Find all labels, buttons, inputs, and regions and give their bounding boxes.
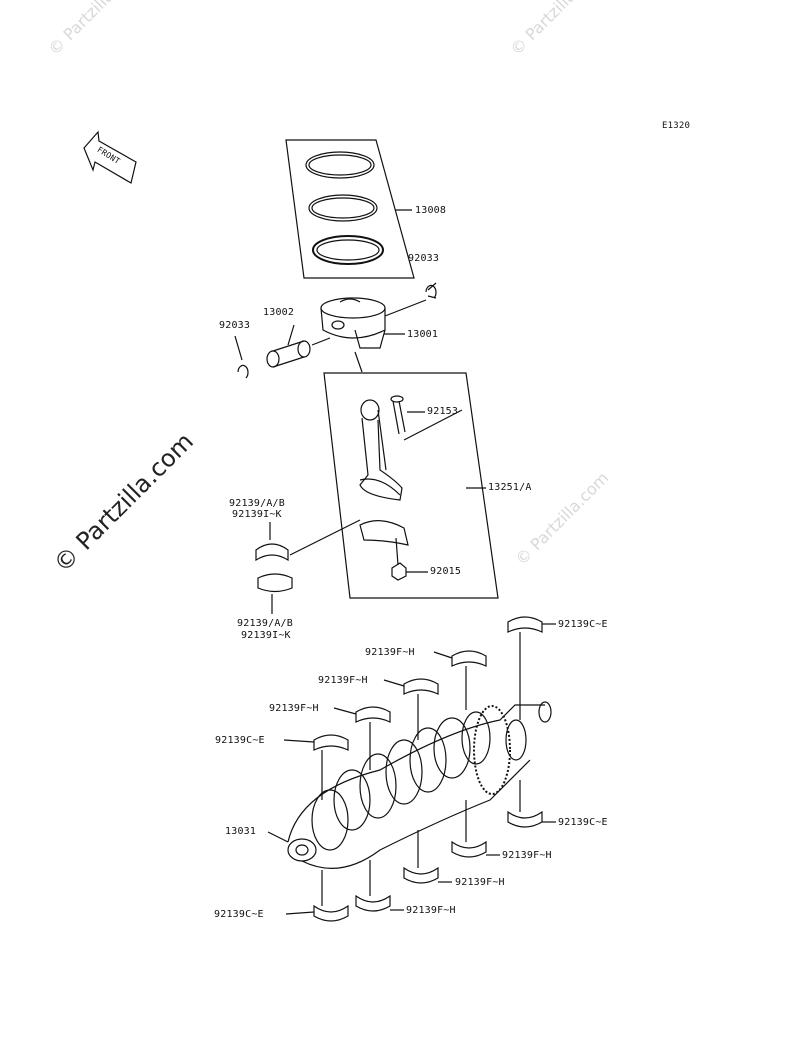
part-label-92139ab-upper[interactable]: 92139/A/B bbox=[229, 498, 285, 509]
diagram-code: E1320 bbox=[662, 121, 691, 131]
part-label-92139fh-lower-a[interactable]: 92139F~H bbox=[502, 850, 552, 861]
crank-bearing-icon bbox=[507, 810, 543, 828]
conrod-bearing-lower-icon bbox=[257, 573, 293, 593]
part-label-13008[interactable]: 13008 bbox=[415, 205, 447, 216]
part-label-13251a[interactable]: 13251/A bbox=[488, 482, 532, 493]
crankshaft-icon bbox=[287, 701, 552, 869]
part-label-13001[interactable]: 13001 bbox=[407, 329, 439, 340]
crank-bearing-icon bbox=[313, 734, 349, 751]
part-label-92153[interactable]: 92153 bbox=[427, 406, 459, 417]
circlip-top-icon bbox=[425, 284, 437, 299]
part-label-92139ce-top-right[interactable]: 92139C~E bbox=[558, 619, 608, 630]
piston-pin-icon bbox=[266, 340, 311, 368]
part-label-92139ik-lower[interactable]: 92139I~K bbox=[241, 630, 291, 641]
part-label-13031[interactable]: 13031 bbox=[225, 826, 257, 837]
part-label-92139fh-lower-b[interactable]: 92139F~H bbox=[455, 877, 505, 888]
part-label-13002[interactable]: 13002 bbox=[263, 307, 295, 318]
part-label-92033-top[interactable]: 92033 bbox=[408, 253, 440, 264]
part-label-92139ce-upper-left[interactable]: 92139C~E bbox=[215, 735, 265, 746]
conrod-bearing-upper-icon bbox=[255, 543, 289, 562]
crank-bearing-icon bbox=[355, 894, 391, 912]
part-label-92139fh-c[interactable]: 92139F~H bbox=[269, 703, 319, 714]
part-label-92139fh-a[interactable]: 92139F~H bbox=[365, 647, 415, 658]
part-label-92015[interactable]: 92015 bbox=[430, 566, 462, 577]
crank-bearing-icon bbox=[403, 866, 439, 884]
part-label-92139ab-lower[interactable]: 92139/A/B bbox=[237, 618, 293, 629]
conrod-nut-icon bbox=[391, 562, 407, 581]
conrod-cap-icon bbox=[359, 520, 409, 546]
crank-bearing-icon bbox=[403, 678, 439, 695]
crank-bearing-icon bbox=[507, 616, 543, 633]
crank-bearing-icon bbox=[451, 840, 487, 858]
crank-bearing-icon bbox=[313, 904, 349, 922]
crank-bearing-icon bbox=[355, 706, 391, 723]
conrod-bolt-icon bbox=[390, 395, 406, 435]
part-label-92139fh-b[interactable]: 92139F~H bbox=[318, 675, 368, 686]
part-label-92139ce-lower-right[interactable]: 92139C~E bbox=[558, 817, 608, 828]
connecting-rod-icon bbox=[359, 399, 403, 501]
crank-bearing-icon bbox=[451, 650, 487, 667]
part-label-92139fh-lower-c[interactable]: 92139F~H bbox=[406, 905, 456, 916]
piston-ring-box bbox=[285, 139, 415, 279]
piston-ring-3 bbox=[312, 235, 384, 265]
part-label-92139ce-lower-left[interactable]: 92139C~E bbox=[214, 909, 264, 920]
front-arrow-icon bbox=[83, 130, 137, 184]
piston-icon bbox=[320, 297, 386, 349]
part-label-92139ik-upper[interactable]: 92139I~K bbox=[232, 509, 282, 520]
part-label-92033-left[interactable]: 92033 bbox=[219, 320, 251, 331]
piston-ring-2 bbox=[308, 194, 378, 222]
piston-ring-1 bbox=[305, 151, 375, 179]
connecting-rod-box bbox=[323, 372, 499, 599]
circlip-left-icon bbox=[237, 364, 249, 379]
